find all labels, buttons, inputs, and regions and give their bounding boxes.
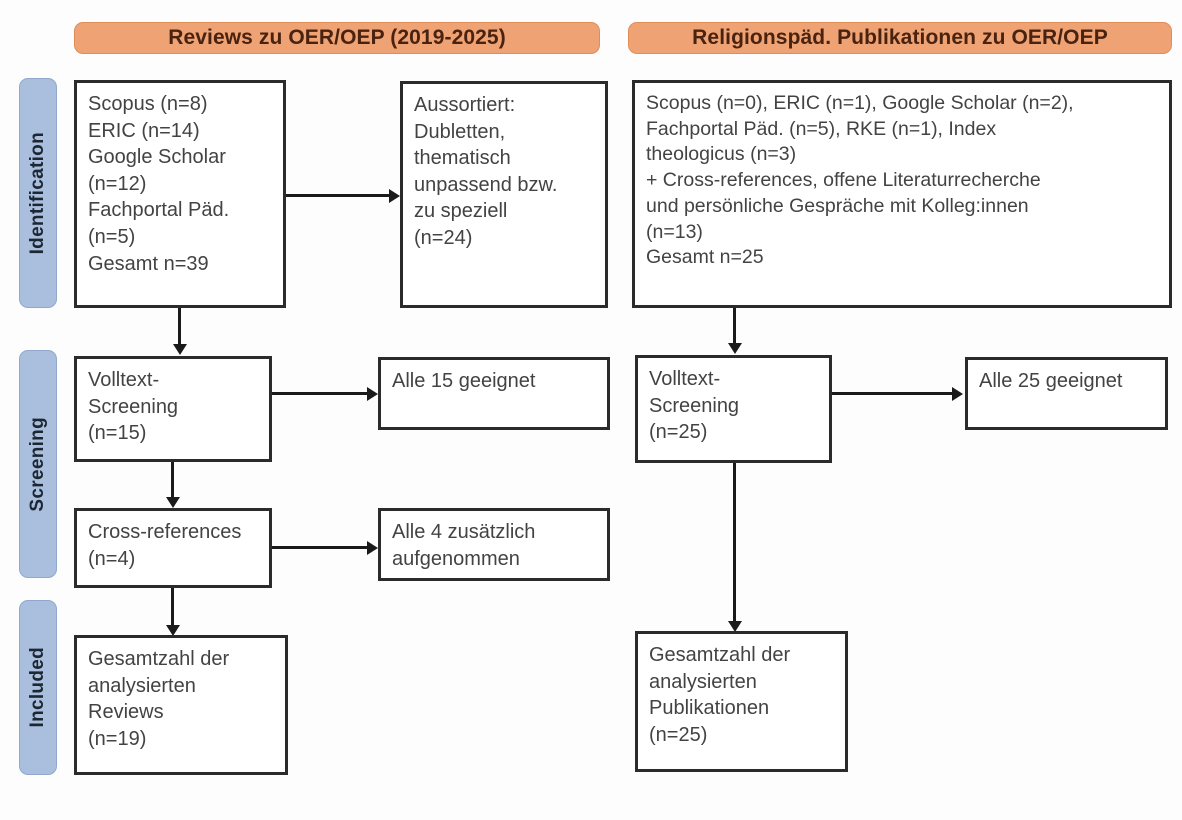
arrowhead-left-identification-to-excluded: [389, 189, 400, 203]
connector-left-screening-to-crossrefs: [171, 462, 174, 498]
box-left-all-suitable: Alle 15 geeignet: [378, 357, 610, 430]
connector-right-screening-to-included: [733, 463, 736, 623]
arrowhead-right-identification-to-screening: [728, 343, 742, 354]
connector-left-crossrefs-to-included-side: [272, 546, 368, 549]
arrowhead-left-crossrefs-to-included-side: [367, 541, 378, 555]
connector-left-identification-to-excluded: [286, 194, 389, 197]
connector-right-screening-to-suitable: [832, 392, 953, 395]
box-right-all-suitable: Alle 25 geeignet: [965, 357, 1168, 430]
column-header-reviews: Reviews zu OER/OEP (2019-2025): [74, 22, 600, 54]
box-left-included-total: Gesamtzahl der analysierten Reviews (n=1…: [74, 635, 288, 775]
box-right-fulltext-screening: Volltext- Screening (n=25): [635, 355, 832, 463]
box-left-crossrefs-included: Alle 4 zusätzlich aufgenommen: [378, 508, 610, 581]
arrowhead-right-screening-to-suitable: [952, 387, 963, 401]
phase-label-identification-text: Identification: [27, 131, 48, 255]
box-right-identification-sources: Scopus (n=0), ERIC (n=1), Google Scholar…: [632, 80, 1172, 308]
arrowhead-left-crossrefs-to-included: [166, 625, 180, 636]
arrowhead-left-identification-to-screening: [173, 344, 187, 355]
connector-left-screening-to-suitable: [272, 392, 368, 395]
arrowhead-right-screening-to-included: [728, 621, 742, 632]
connector-right-identification-to-screening: [733, 308, 736, 344]
phase-label-included-text: Included: [27, 647, 48, 728]
connector-left-identification-to-screening: [178, 308, 181, 345]
box-left-identification-sources: Scopus (n=8) ERIC (n=14) Google Scholar …: [74, 80, 286, 308]
arrowhead-left-screening-to-crossrefs: [166, 497, 180, 508]
phase-label-identification: Identification: [19, 78, 57, 308]
box-right-included-total: Gesamtzahl der analysierten Publikatione…: [635, 631, 848, 772]
phase-label-screening: Screening: [19, 350, 57, 578]
column-header-religionspaed: Religionspäd. Publikationen zu OER/OEP: [628, 22, 1172, 54]
phase-label-included: Included: [19, 600, 57, 775]
box-left-crossrefs: Cross-references (n=4): [74, 508, 272, 588]
box-left-excluded: Aussortiert: Dubletten, thematisch unpas…: [400, 81, 608, 308]
connector-left-crossrefs-to-included: [171, 588, 174, 626]
box-left-fulltext-screening: Volltext- Screening (n=15): [74, 356, 272, 462]
arrowhead-left-screening-to-suitable: [367, 387, 378, 401]
phase-label-screening-text: Screening: [27, 416, 48, 512]
